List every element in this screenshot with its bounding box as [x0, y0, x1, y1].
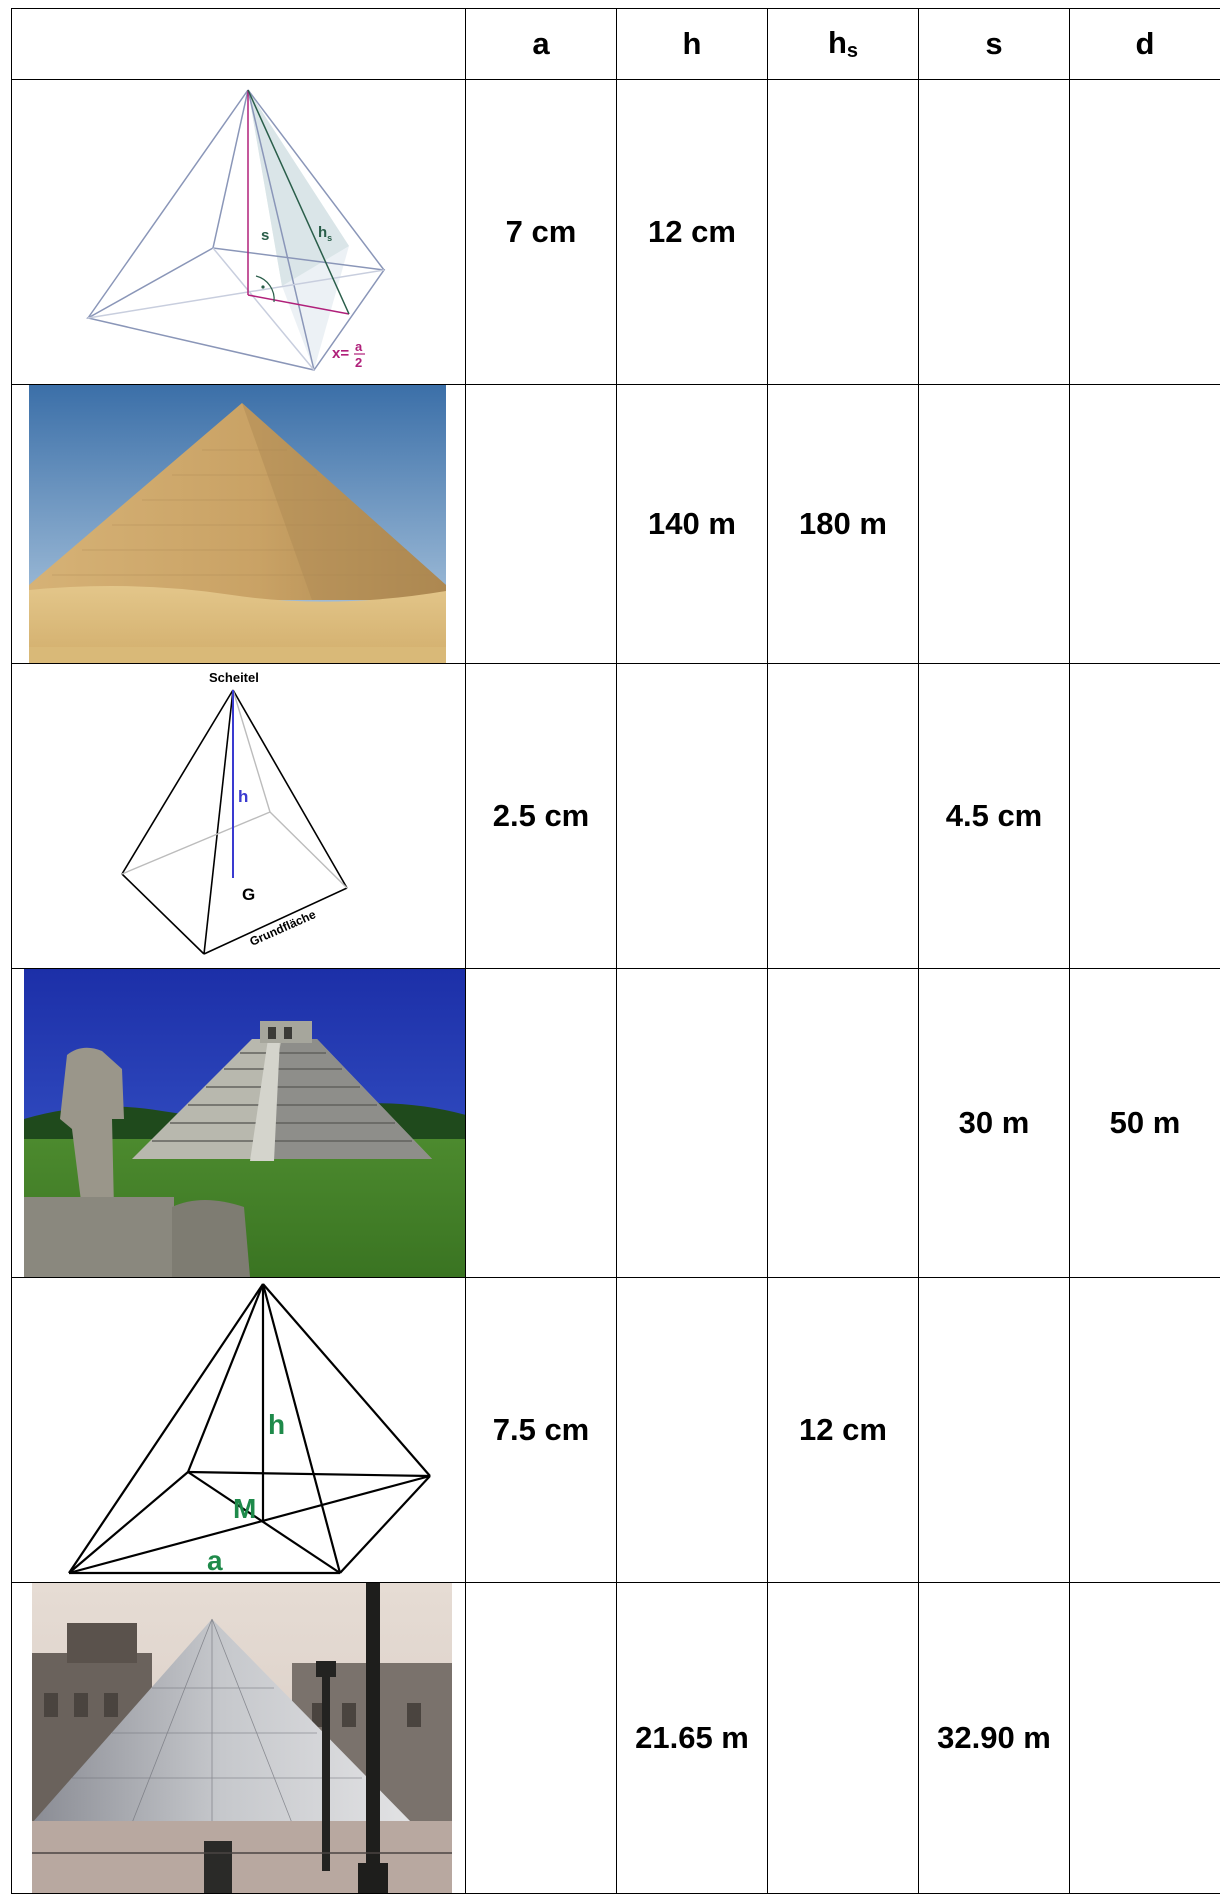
fig1-frac-num: a: [355, 339, 363, 354]
cell-hs: [768, 1583, 919, 1894]
pyramid-photo-chichen-itza-cell: [12, 969, 466, 1278]
pyramid-diagram-1: s hs x= a 2: [12, 80, 466, 384]
pyramid-table: a h hs s d: [11, 8, 1220, 1894]
pyramid-photo-louvre-cell: [12, 1583, 466, 1894]
cell-hs: 12 cm: [768, 1278, 919, 1583]
header-h: h: [617, 9, 768, 80]
cell-d: [1070, 385, 1220, 664]
table-row: s hs x= a 2 7 cm 12 cm: [12, 80, 1220, 385]
fig3-h-label: h: [238, 787, 248, 806]
table-row: 140 m 180 m: [12, 385, 1220, 664]
fig1-frac-den: 2: [355, 355, 362, 370]
table-row: 21.65 m 32.90 m: [12, 1583, 1220, 1894]
chichen-itza-photo: [12, 969, 466, 1277]
table-row: h M a 7.5 cm 12 cm: [12, 1278, 1220, 1583]
cell-d: [1070, 1278, 1220, 1583]
cell-d: [1070, 80, 1220, 385]
cell-s: [919, 80, 1070, 385]
header-a: a: [466, 9, 617, 80]
cell-d: 50 m: [1070, 969, 1220, 1278]
cell-a: 7 cm: [466, 80, 617, 385]
cell-h: [617, 664, 768, 969]
table-row: 30 m 50 m: [12, 969, 1220, 1278]
header-s: s: [919, 9, 1070, 80]
pyramid-diagram-2: Scheitel h G Grundfläche: [12, 664, 466, 968]
fig1-x-label: x=: [332, 345, 349, 362]
louvre-pyramid-photo: [12, 1583, 466, 1893]
fig1-hs-main: h: [318, 224, 327, 241]
fig3-g-label: G: [242, 885, 255, 904]
cell-hs: 180 m: [768, 385, 919, 664]
fig5-a-label: a: [207, 1545, 223, 1576]
header-d: d: [1070, 9, 1220, 80]
cell-a: 2.5 cm: [466, 664, 617, 969]
cell-h: [617, 1278, 768, 1583]
header-hs: hs: [768, 9, 919, 80]
cell-s: 30 m: [919, 969, 1070, 1278]
cell-hs: [768, 969, 919, 1278]
cell-hs: [768, 80, 919, 385]
header-image-cell: [12, 9, 466, 80]
cell-h: [617, 969, 768, 1278]
cell-a: [466, 385, 617, 664]
cell-h: 21.65 m: [617, 1583, 768, 1894]
header-hs-sub: s: [847, 40, 858, 62]
fig3-apex-label: Scheitel: [209, 670, 259, 685]
fig1-s-label: s: [261, 227, 269, 244]
cell-d: [1070, 664, 1220, 969]
fig5-m-label: M: [233, 1493, 256, 1524]
fig1-hs-sub: s: [327, 233, 332, 243]
pyramid-diagram-3: h M a: [12, 1278, 466, 1582]
cell-s: [919, 385, 1070, 664]
giza-pyramid-photo: [12, 385, 466, 663]
cell-h: 12 cm: [617, 80, 768, 385]
pyramid-diagram-3-cell: h M a: [12, 1278, 466, 1583]
cell-a: [466, 969, 617, 1278]
cell-a: 7.5 cm: [466, 1278, 617, 1583]
cell-a: [466, 1583, 617, 1894]
cell-d: [1070, 1583, 1220, 1894]
cell-s: 4.5 cm: [919, 664, 1070, 969]
pyramid-diagram-1-cell: s hs x= a 2: [12, 80, 466, 385]
cell-s: 32.90 m: [919, 1583, 1070, 1894]
fig5-h-label: h: [268, 1409, 285, 1440]
header-hs-main: h: [828, 25, 847, 60]
cell-h: 140 m: [617, 385, 768, 664]
fig3-base-label: Grundfläche: [248, 907, 319, 949]
pyramid-photo-giza-cell: [12, 385, 466, 664]
cell-hs: [768, 664, 919, 969]
cell-s: [919, 1278, 1070, 1583]
header-row: a h hs s d: [12, 9, 1220, 80]
pyramid-diagram-2-cell: Scheitel h G Grundfläche: [12, 664, 466, 969]
table-row: Scheitel h G Grundfläche 2.5 cm 4.5 cm: [12, 664, 1220, 969]
